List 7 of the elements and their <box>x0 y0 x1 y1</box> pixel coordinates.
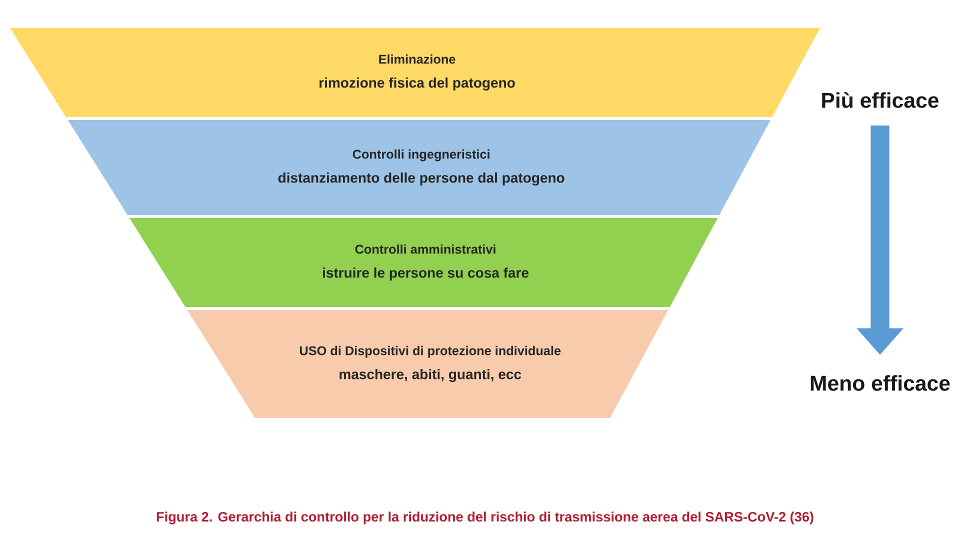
hierarchy-band: Controlli ingegneristici distanziamento delle persone dal patogeno <box>68 120 770 215</box>
hierarchy-band: Controlli amministrativi istruire le persone su cosa fare <box>129 218 718 307</box>
hierarchy-band: USO di Dispositivi di protezione individuale maschere, abiti, guanti, ecc <box>187 310 668 418</box>
scale-label: Più efficace <box>822 92 939 108</box>
hierarchy-band: Eliminazione rimozione fisica del patogeno <box>10 28 820 117</box>
scale-label: Meno efficace <box>810 375 950 391</box>
caption: Figura 2. Gerarchia di controllo per la riduzione del rischio di trasmissione aerea del SARS-CoV-2 (36) <box>156 512 814 524</box>
